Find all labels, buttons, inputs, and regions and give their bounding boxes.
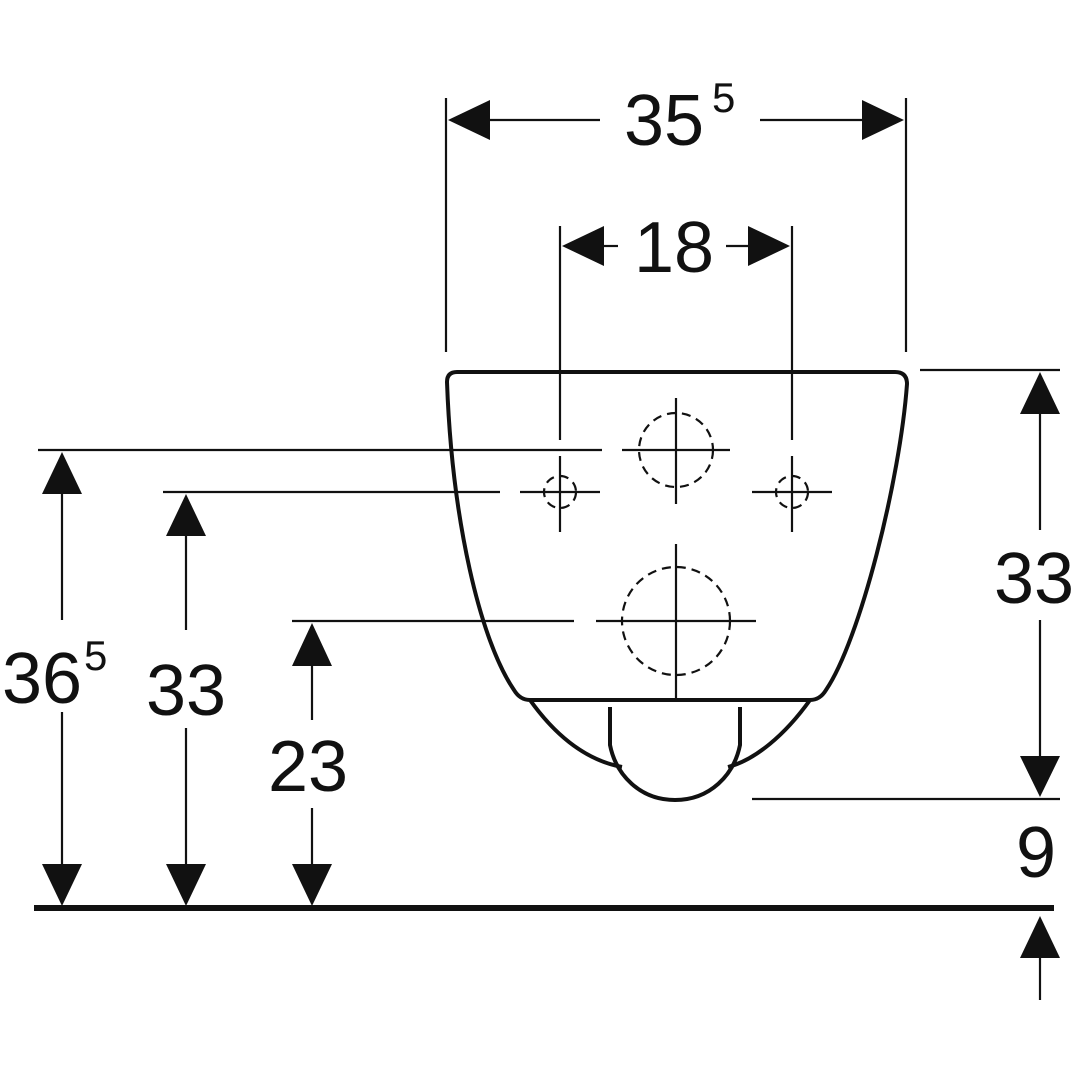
lower-fixing-height-label: 33 bbox=[146, 651, 226, 731]
bowl-height-label: 33 bbox=[994, 539, 1074, 619]
outlet-height-label: 23 bbox=[268, 727, 348, 807]
arrowhead-down bbox=[42, 864, 82, 906]
arrowhead-up bbox=[166, 494, 206, 536]
bottom-gap-dimension: 9 bbox=[1016, 813, 1060, 1000]
lower-fixing-height-dimension: 33 bbox=[146, 494, 226, 906]
fixing-spacing-label: 18 bbox=[634, 208, 714, 288]
toilet-outline bbox=[444, 370, 910, 803]
arrowhead-up bbox=[292, 623, 332, 666]
fixing-spacing-dimension: 18 bbox=[562, 208, 790, 288]
arrowhead-right bbox=[748, 226, 790, 266]
left-fixing-hole-marker bbox=[520, 456, 600, 532]
right-fixing-hole-marker bbox=[752, 456, 832, 532]
overall-width-dimension: 35 5 bbox=[448, 74, 904, 161]
arrowhead-up bbox=[42, 452, 82, 494]
upper-fixing-height-superscript: 5 bbox=[84, 632, 107, 679]
arrowhead-left bbox=[448, 100, 490, 140]
overall-width-superscript: 5 bbox=[712, 74, 735, 121]
bowl-outline bbox=[444, 370, 910, 702]
arrowhead-right bbox=[862, 100, 904, 140]
arrowhead-left bbox=[562, 226, 604, 266]
arrowhead-up bbox=[1020, 372, 1060, 414]
arrowhead-down bbox=[166, 864, 206, 906]
waste-outlet-marker bbox=[596, 544, 756, 700]
arrowhead-down bbox=[292, 864, 332, 906]
bowl-base-outline bbox=[528, 698, 812, 769]
outlet-spigot-outline bbox=[608, 707, 742, 803]
arrowhead-up bbox=[1020, 916, 1060, 958]
upper-fixing-height-label: 36 bbox=[2, 639, 82, 719]
extension-lines bbox=[38, 98, 1060, 801]
water-inlet-marker bbox=[622, 398, 730, 504]
bottom-gap-label: 9 bbox=[1016, 813, 1056, 893]
arrowhead-down bbox=[1020, 756, 1060, 797]
upper-fixing-height-dimension: 36 5 bbox=[2, 452, 107, 906]
overall-width-label: 35 bbox=[624, 81, 704, 161]
outlet-height-dimension: 23 bbox=[268, 623, 348, 906]
bowl-height-dimension: 33 bbox=[994, 372, 1074, 797]
